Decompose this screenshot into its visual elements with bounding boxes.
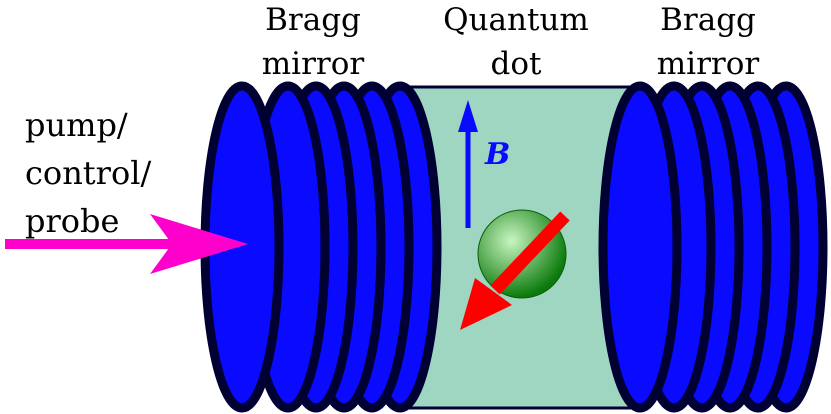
field-arrow-icon — [458, 100, 478, 228]
right-bragg-mirror — [598, 81, 828, 413]
laser-label: pump/ control/ probe — [25, 101, 151, 245]
left-mirror-label-line2: mirror — [261, 46, 365, 82]
right-mirror-disc-6 — [598, 81, 682, 413]
laser-label-line1: pump/ — [25, 106, 128, 144]
left-bragg-mirror — [200, 81, 442, 413]
magnetic-field-label: B — [485, 137, 511, 172]
quantum-dot-label-line2: dot — [490, 46, 542, 82]
right-mirror-label-line2: mirror — [656, 46, 760, 82]
right-mirror-label-line1: Bragg — [660, 2, 756, 38]
laser-label-line2: control/ — [25, 154, 152, 192]
quantum-dot-label: Quantum dot — [416, 0, 616, 86]
laser-arrow-icon — [5, 214, 248, 274]
left-mirror-label-line1: Bragg — [265, 2, 361, 38]
laser-label-line3: probe — [25, 202, 120, 240]
spin-arrow-icon — [460, 211, 570, 330]
quantum-dot-label-line1: Quantum — [443, 2, 589, 38]
left-mirror-label: Bragg mirror — [243, 0, 383, 86]
right-mirror-label: Bragg mirror — [638, 0, 778, 86]
